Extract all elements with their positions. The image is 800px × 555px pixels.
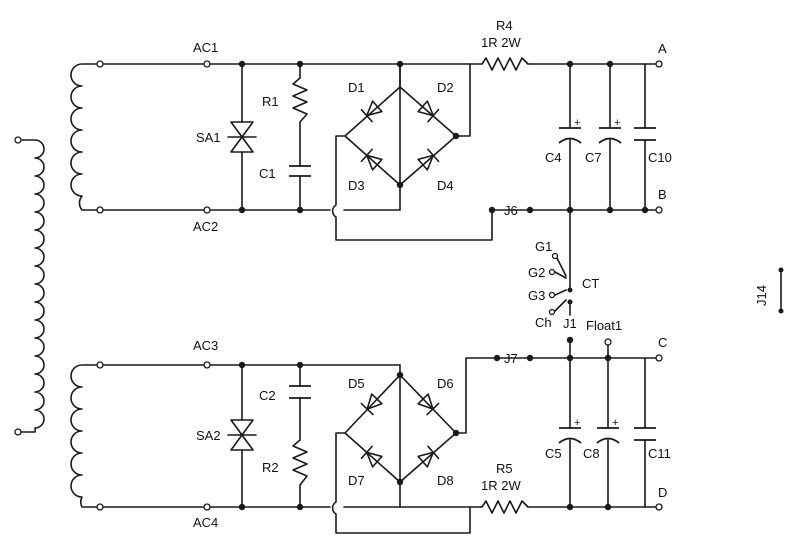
label-float1: Float1 [586, 318, 622, 333]
label-j6: J6 [504, 203, 518, 218]
lower-wiring [102, 339, 663, 534]
label-j14: J14 [754, 285, 769, 306]
label-d2: D2 [437, 80, 454, 95]
label-c11: C11 [648, 446, 671, 461]
label-r4: R4 [496, 18, 513, 33]
resistor-r5 [481, 500, 529, 514]
polarity-c4: + [574, 117, 580, 129]
resistor-r2 [292, 439, 308, 486]
diode-d6 [417, 393, 440, 416]
capacitor-c2 [289, 385, 311, 399]
capacitor-c1 [289, 165, 311, 177]
label-d6: D6 [437, 376, 454, 391]
label-r5: R5 [496, 461, 513, 476]
transformer-secondary-lower [70, 364, 99, 508]
transformer-secondary-upper [70, 63, 99, 211]
label-r1: R1 [262, 94, 279, 109]
label-terminal-c: C [658, 335, 667, 350]
polarity-c7: + [614, 117, 620, 129]
label-c4: C4 [545, 150, 562, 165]
label-terminal-d: D [658, 485, 667, 500]
label-ch: Ch [535, 315, 552, 330]
jumper-j14 [778, 267, 784, 314]
label-ac2: AC2 [193, 219, 218, 234]
label-ct: CT [582, 276, 599, 291]
capacitor-c11 [634, 427, 656, 441]
resistor-r1 [292, 77, 308, 123]
capacitor-c4 [558, 127, 582, 144]
capacitor-c10 [634, 127, 656, 141]
surge-absorber-sa1 [227, 121, 257, 153]
diode-d2 [417, 100, 440, 123]
label-d7: D7 [348, 473, 365, 488]
surge-absorber-sa2 [227, 419, 257, 451]
diode-d4 [417, 148, 440, 171]
label-d4: D4 [437, 178, 454, 193]
label-ac4: AC4 [193, 515, 218, 530]
label-ac3: AC3 [193, 338, 218, 353]
label-d1: D1 [348, 80, 365, 95]
transformer-primary [21, 139, 45, 433]
capacitor-c5 [558, 427, 582, 444]
label-j7: J7 [504, 351, 518, 366]
label-c7: C7 [585, 150, 602, 165]
centre-tap-selector [548, 252, 612, 346]
label-j1: J1 [563, 316, 577, 331]
diode-d5 [360, 393, 383, 416]
label-g1: G1 [535, 239, 552, 254]
transformer [14, 60, 104, 511]
bridge-rectifier-1 [344, 63, 457, 186]
label-r2: R2 [262, 460, 279, 475]
polarity-c8: + [612, 417, 618, 429]
label-sa1: SA1 [196, 130, 221, 145]
bridge-rectifier-2 [344, 374, 457, 483]
capacitor-c7 [598, 127, 622, 144]
label-c2: C2 [259, 388, 276, 403]
label-d3: D3 [348, 178, 365, 193]
label-d5: D5 [348, 376, 365, 391]
label-ac1: AC1 [193, 40, 218, 55]
capacitor-c8 [596, 427, 620, 444]
label-r5-value: 1R 2W [481, 478, 521, 493]
label-r4-value: 1R 2W [481, 35, 521, 50]
label-d8: D8 [437, 473, 454, 488]
label-c8: C8 [583, 446, 600, 461]
label-c1: C1 [259, 166, 276, 181]
label-c10: C10 [648, 150, 672, 165]
upper-wiring [102, 60, 663, 291]
diode-d3 [360, 148, 383, 171]
label-c5: C5 [545, 446, 562, 461]
label-g2: G2 [528, 265, 545, 280]
label-sa2: SA2 [196, 428, 221, 443]
label-terminal-b: B [658, 187, 667, 202]
diode-d8 [417, 445, 440, 468]
resistor-r4 [481, 57, 529, 71]
polarity-c5: + [574, 417, 580, 429]
label-terminal-a: A [658, 41, 667, 56]
label-g3: G3 [528, 288, 545, 303]
diode-d1 [360, 100, 383, 123]
diode-d7 [360, 445, 383, 468]
